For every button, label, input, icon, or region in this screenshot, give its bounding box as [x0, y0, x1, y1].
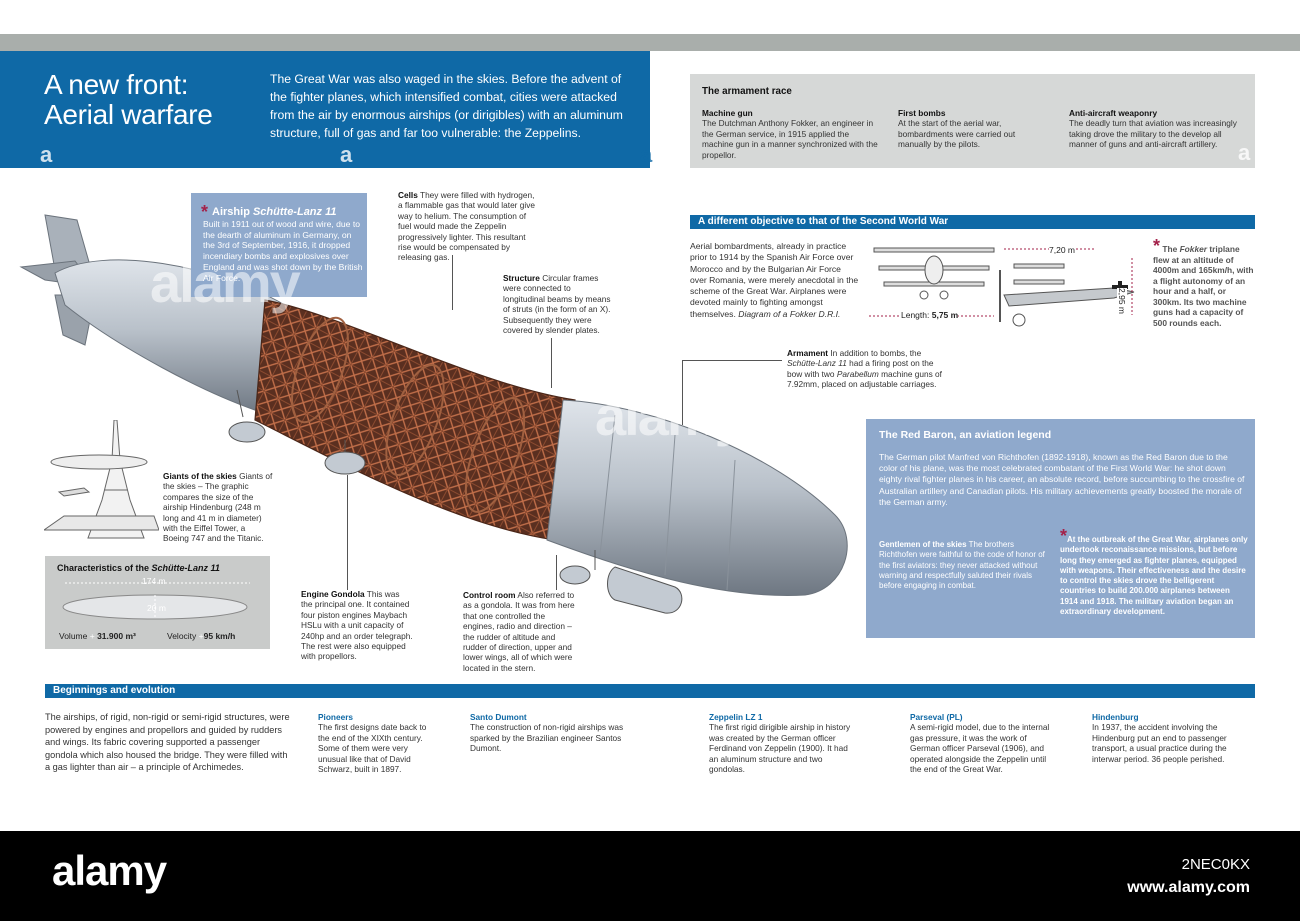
beginnings-item: Parseval (PL) A semi-rigid model, due to… [910, 712, 1050, 775]
wingspan-label: 7,20 m [1049, 245, 1075, 255]
control-gondola [559, 550, 683, 614]
second-ww-bar: A different objective to that of the Sec… [690, 215, 1255, 229]
header-strip [0, 34, 1300, 51]
control-room-callout: Control room Also referred to as a gondo… [463, 590, 575, 673]
beginnings-intro: The airships, of rigid, non-rigid or sem… [45, 712, 290, 773]
fokker-side-view [999, 263, 1135, 327]
size-comparison-illustration [44, 420, 159, 539]
front-hull [546, 399, 848, 596]
airship-description: Built in 1911 out of wood and wire, due … [203, 219, 363, 283]
leader-line [347, 475, 348, 590]
armament-race-box [690, 74, 1255, 168]
height-label: 2,95 m [1117, 288, 1127, 314]
armament-callout: Armament In addition to bombs, the Schüt… [787, 348, 942, 390]
gentlemen-note: Gentlemen of the skies The brothers Rich… [879, 540, 1045, 591]
outbreak-note: *At the outbreak of the Great War, airpl… [1060, 526, 1248, 617]
footer-watermark: alamy 2NEC0KX www.alamy.com [0, 831, 1300, 921]
volume-stat: Volume + 31.900 m³ [59, 631, 136, 641]
engine-gondola-callout: Engine Gondola This was the principal on… [301, 589, 413, 662]
fokker-note: * The Fokker triplane flew at an altitud… [1153, 236, 1254, 328]
giants-callout: Giants of the skies Giants of the skies … [163, 471, 273, 544]
fokker-front-view [873, 247, 995, 300]
engine-gondola [228, 389, 266, 443]
asterisk-icon: * [201, 202, 209, 222]
leader-line [682, 360, 683, 425]
beginnings-item: Santo Dumont The construction of non-rig… [470, 712, 624, 754]
armament-item: Anti-aircraft weaponry The deadly turn t… [1069, 108, 1237, 150]
watermark-logo: alamy [150, 251, 301, 314]
alamy-url: www.alamy.com [1127, 879, 1250, 896]
airship-illustration [19, 214, 848, 614]
structure-callout: Structure Circular frames were connected… [503, 273, 611, 336]
red-baron-box [866, 419, 1255, 638]
leader-line [452, 255, 453, 310]
asterisk-icon: * [1060, 526, 1068, 546]
characteristics-title: Characteristics of the Schütte-Lanz 11 [57, 563, 220, 573]
leader-line [551, 338, 552, 388]
second-ww-text: Aerial bombardments, already in practice… [690, 241, 859, 319]
length-label: Length: 5,75 m [901, 310, 959, 320]
velocity-stat: Velocity +95 km/h [167, 631, 236, 641]
diameter-value: 20 m [147, 603, 166, 613]
armament-item: Machine gun The Dutchman Anthony Fokker,… [702, 108, 878, 160]
length-value: 174 m [142, 576, 166, 586]
alamy-logo: alamy [52, 847, 167, 894]
airship-profile [62, 582, 250, 620]
beginnings-item: Zeppelin LZ 1 The first rigid dirigible … [709, 712, 851, 775]
title-panel [0, 51, 650, 168]
watermark-logo: alamy [595, 384, 746, 447]
image-code: 2NEC0KX [1181, 856, 1250, 873]
leader-line [556, 555, 557, 590]
asterisk-icon: * [1153, 236, 1161, 256]
watermark-letter: a [340, 142, 353, 167]
beginnings-bar: Beginnings and evolution [45, 684, 1255, 698]
leader-line [682, 360, 782, 361]
armament-item: First bombs At the start of the aerial w… [898, 108, 1016, 150]
airship-title: *Airship Schütte-Lanz 11 [201, 202, 337, 222]
watermark-letter: a [640, 142, 653, 167]
beginnings-item: Pioneers The first designs date back to … [318, 712, 427, 775]
top-margin [0, 0, 1300, 34]
watermark-letter: a [40, 142, 53, 167]
armament-race-title: The armament race [702, 86, 792, 97]
fokker-diagram [869, 247, 1135, 327]
red-baron-title: The Red Baron, an aviation legend [879, 429, 1052, 441]
page-title: A new front: Aerial warfare [44, 69, 213, 130]
engine-gondola [324, 440, 366, 475]
airship-info-box: *Airship Schütte-Lanz 11 Built in 1911 o… [191, 193, 367, 297]
cells-callout: Cells They were filled with hydrogen, a … [398, 190, 535, 263]
beginnings-item: Hindenburg In 1937, the accident involvi… [1092, 712, 1227, 764]
intro-text: The Great War was also waged in the skie… [270, 72, 623, 140]
red-baron-text: The German pilot Manfred von Richthofen … [879, 452, 1245, 507]
lattice-frame [254, 299, 576, 541]
watermark-letter: a [1238, 140, 1251, 165]
